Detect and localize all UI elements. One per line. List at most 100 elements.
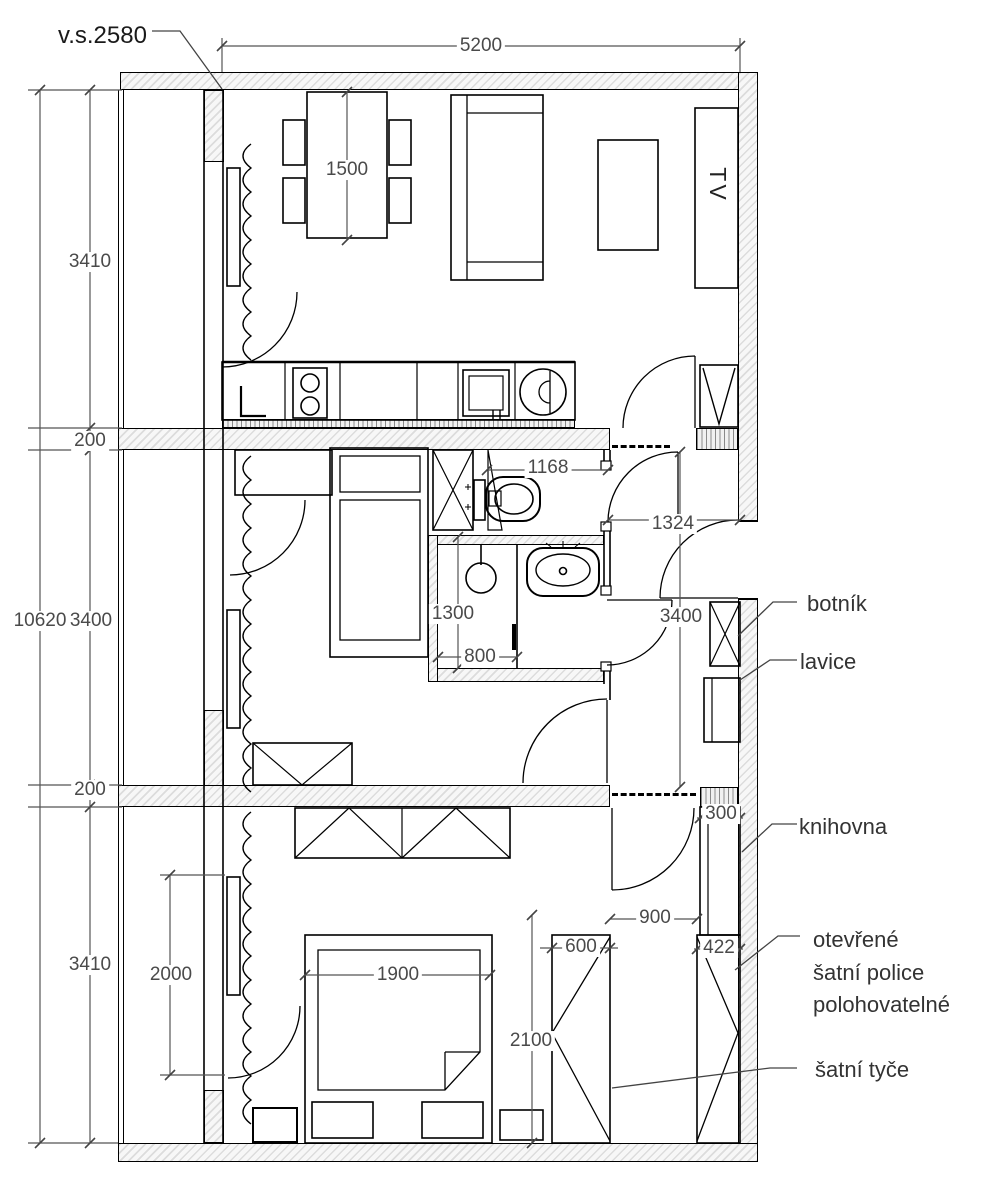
washbasin-bowl <box>535 553 591 587</box>
door-living-hall <box>622 355 696 429</box>
dim-shower-width: 800 <box>461 647 499 667</box>
curtain-middle <box>242 455 253 793</box>
window-band-lines <box>203 90 224 1143</box>
open-shelves-label: otevřené šatní police polohovatelné <box>813 924 951 1022</box>
wc-slide-triangle <box>487 449 503 531</box>
sink <box>462 369 510 417</box>
chair <box>282 177 306 224</box>
wc-cabinet-x <box>432 449 474 531</box>
wc-cabinet <box>432 449 474 531</box>
dim-entry-width: 1324 <box>648 514 698 534</box>
shower-drain <box>465 562 497 594</box>
leader-rails <box>611 1067 797 1089</box>
stool <box>499 1109 544 1141</box>
leader-ceiling-height <box>152 30 223 90</box>
dim-window: 2000 <box>146 965 196 985</box>
washbasin-faucet <box>558 566 568 576</box>
chair <box>388 119 412 166</box>
double-bed-mattress <box>317 949 481 1091</box>
dim-shelves-width: 900 <box>636 908 674 928</box>
bench <box>703 677 741 743</box>
toilet-seat <box>494 483 534 515</box>
door-entrance <box>659 519 739 599</box>
dim-bed-width: 1900 <box>373 965 423 985</box>
tv-label: TV <box>705 167 732 203</box>
corner-box <box>252 1107 298 1143</box>
sofa-cushion-lines <box>466 95 543 280</box>
dim-left-total: 10620 <box>10 611 70 631</box>
ceiling-height-label: v.s.2580 <box>58 22 147 49</box>
nightstand <box>311 1101 374 1139</box>
leader-bookcase <box>741 823 797 853</box>
wall-living-middle <box>118 428 610 450</box>
leader-shoe-cabinet <box>737 601 797 637</box>
hob <box>292 367 328 419</box>
balcony-door-middle <box>229 499 306 576</box>
fridge-symbol <box>239 386 266 418</box>
opening-dashed-top <box>612 445 670 448</box>
entrance-opening <box>738 520 758 600</box>
clothes-rails-label: šatní tyče <box>813 1057 912 1083</box>
dim-seg-3410-top: 3410 <box>65 252 115 272</box>
door-jamb <box>600 521 612 532</box>
dim-seg-200-bottom: 200 <box>71 780 109 800</box>
nightstand <box>421 1101 484 1139</box>
washbasin-marks <box>545 541 581 548</box>
hob-burner <box>300 396 320 416</box>
dim-wc-width: 1168 <box>524 458 572 478</box>
bench-label: lavice <box>798 649 859 675</box>
hall-cabinet <box>699 364 739 428</box>
middle-shelf <box>234 449 333 496</box>
wardrobe-left <box>551 934 611 1144</box>
opening-dashed-bottom <box>612 793 696 796</box>
door-jamb <box>600 661 612 672</box>
radiator-middle <box>226 609 241 729</box>
kitchen-counter <box>221 361 576 421</box>
single-bed-mattress <box>339 499 421 641</box>
dim-hall-height: 3400 <box>656 607 706 627</box>
coffee-table <box>597 139 659 251</box>
curtain-bottom <box>242 811 253 1125</box>
sofa <box>450 94 544 281</box>
bookcase-label: knihovna <box>797 814 890 840</box>
toilet-bowl <box>485 476 541 522</box>
washbasin <box>526 547 600 597</box>
sanitary-wall-right <box>603 450 611 700</box>
middle-cabinet-v <box>252 742 353 786</box>
sink-basin <box>468 375 504 411</box>
clothes-rail-right <box>696 936 739 1142</box>
dim-seg-200-top: 200 <box>71 431 109 451</box>
kitchen-unit-dividers <box>284 362 516 420</box>
single-bed-headboard <box>339 455 421 493</box>
washing-machine-door <box>538 371 551 413</box>
leader-bench <box>739 659 797 681</box>
door-wc <box>607 451 679 523</box>
chair <box>388 177 412 224</box>
dim-seg-3400: 3400 <box>66 611 116 631</box>
single-bed <box>329 447 429 658</box>
wall-middle-bottom <box>118 785 610 807</box>
dim-wardrobe2-width: 422 <box>700 938 738 958</box>
wall-left <box>118 90 124 1143</box>
dim-top-width: 5200 <box>456 36 506 56</box>
hall-cabinet-v <box>702 367 736 427</box>
leader-shelves <box>734 935 800 971</box>
toilet-marks <box>465 484 471 510</box>
toilet-cistern <box>473 479 486 521</box>
dim-bookcase-depth: 300 <box>702 804 740 824</box>
shoe-cabinet-x <box>709 601 741 667</box>
radiator-bottom <box>226 876 241 996</box>
bookcase <box>699 806 741 936</box>
dim-table: 1500 <box>322 160 372 180</box>
sink-faucet <box>492 410 501 419</box>
balcony-door-bottom <box>227 1005 301 1079</box>
chair <box>282 119 306 166</box>
dim-seg-3410-bottom: 3410 <box>65 955 115 975</box>
washing-machine <box>519 368 567 416</box>
wall-shelf-lines <box>294 807 511 859</box>
double-bed <box>304 934 493 1144</box>
wall-block-hall-top <box>696 428 738 450</box>
curtain-living <box>242 143 253 361</box>
